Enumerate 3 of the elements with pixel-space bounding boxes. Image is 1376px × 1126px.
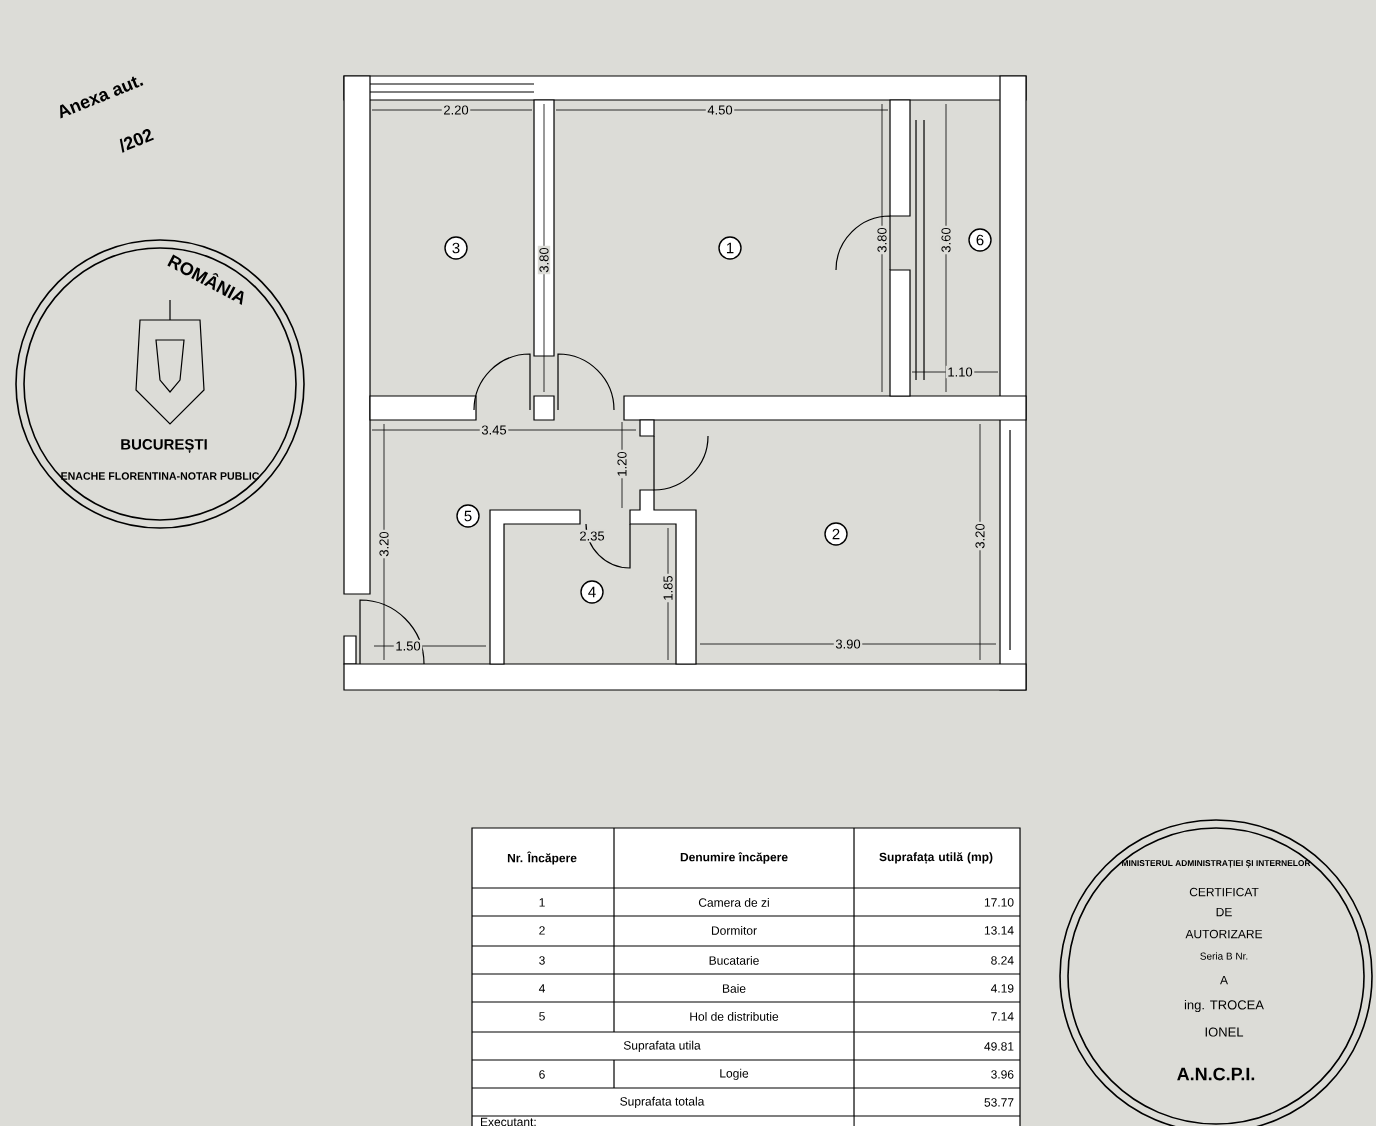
annex-note: Anexa aut. xyxy=(60,76,144,119)
stamp-text: A.N.C.P.I. xyxy=(1177,1067,1255,1081)
annex-note: /202 xyxy=(119,129,154,153)
